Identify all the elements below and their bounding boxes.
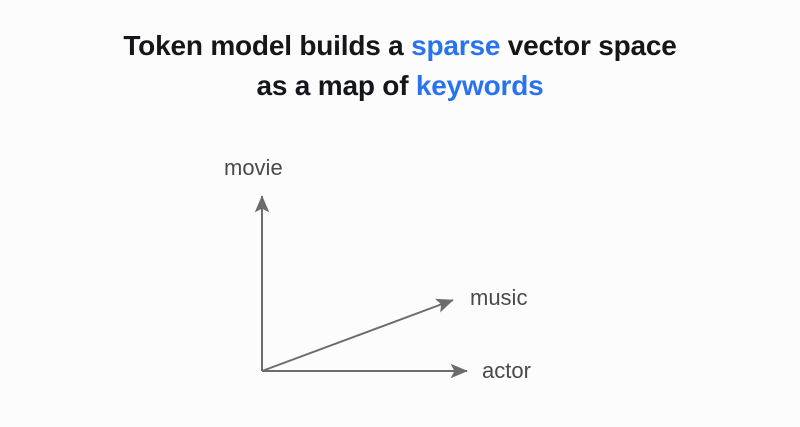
title-line-2: as a map of keywords bbox=[0, 66, 800, 106]
title-line-1-text-before: Token model builds a bbox=[123, 30, 412, 61]
title-line-2-text-before: as a map of bbox=[256, 70, 416, 101]
axis-arrow-music bbox=[261, 298, 454, 372]
title-line-1-highlight: sparse bbox=[411, 30, 501, 61]
axis-label-movie: movie bbox=[224, 155, 283, 180]
axis-label-actor: actor bbox=[482, 358, 531, 383]
title-line-1-text-after: vector space bbox=[500, 30, 677, 61]
page-title: Token model builds a sparse vector space… bbox=[0, 26, 800, 106]
axis-label-music: music bbox=[470, 285, 528, 310]
title-line-1: Token model builds a sparse vector space bbox=[0, 26, 800, 66]
title-line-2-highlight: keywords bbox=[415, 70, 544, 101]
